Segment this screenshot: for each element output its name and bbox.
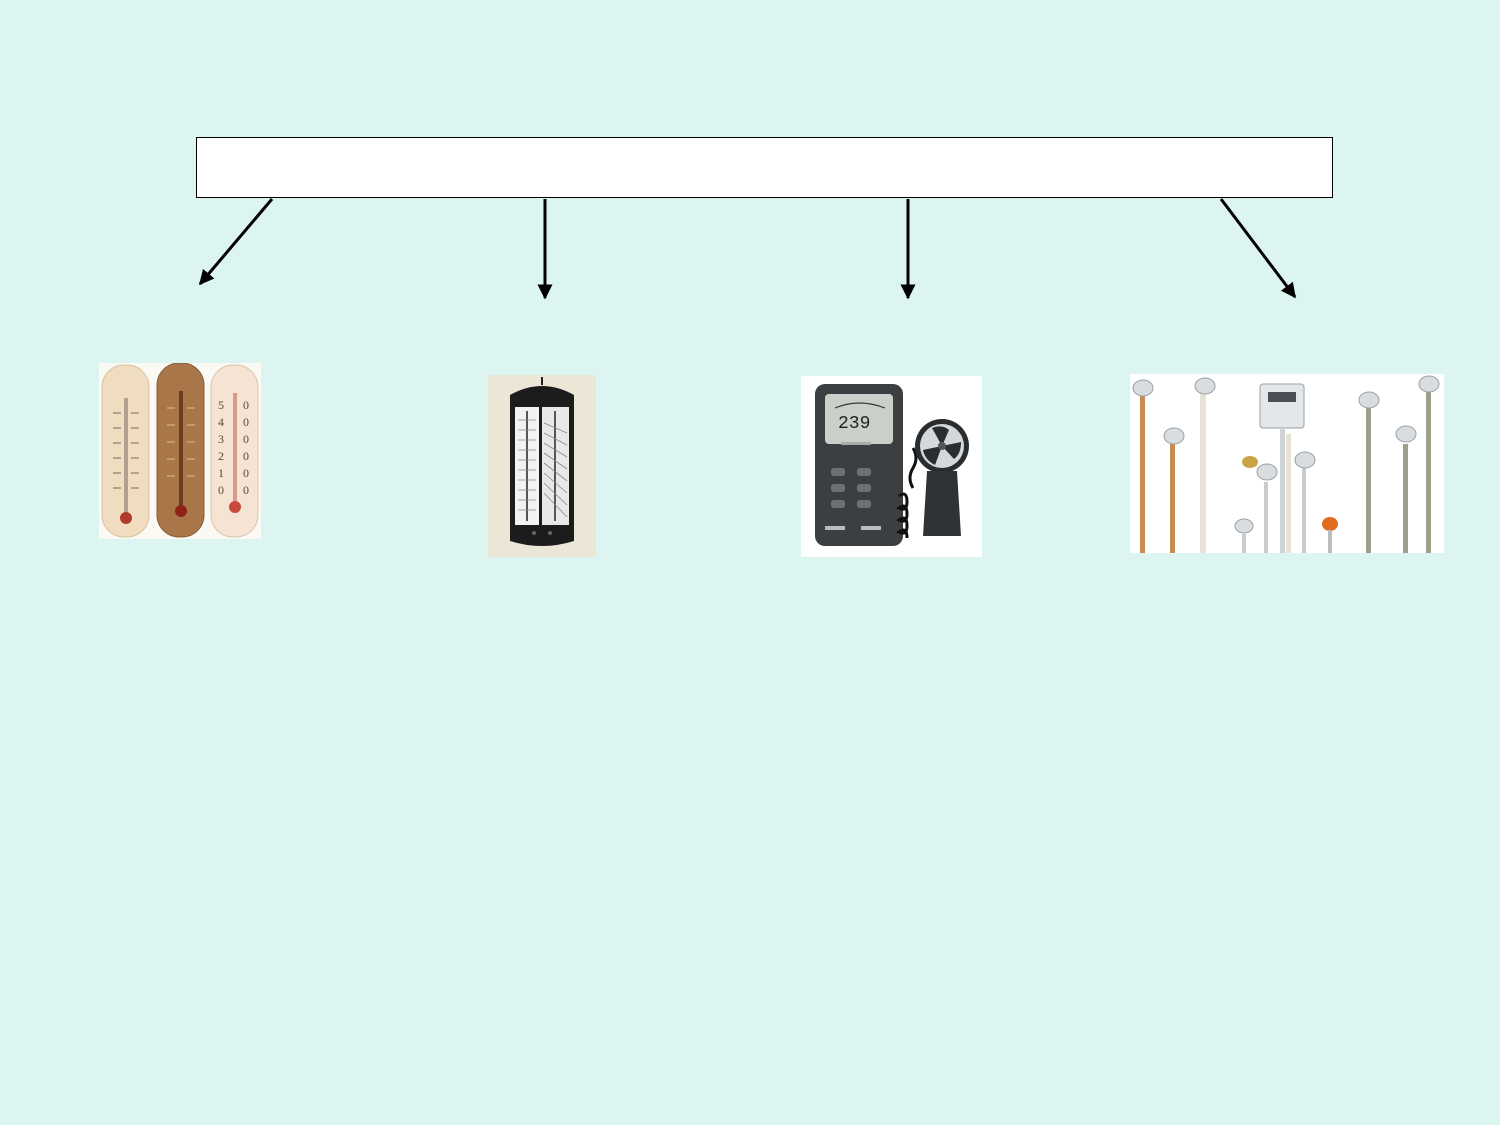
svg-text:2: 2 bbox=[218, 449, 224, 463]
svg-text:0: 0 bbox=[243, 466, 249, 480]
svg-text:5: 5 bbox=[218, 398, 224, 412]
svg-text:0: 0 bbox=[243, 449, 249, 463]
svg-text:0: 0 bbox=[243, 432, 249, 446]
svg-text:0: 0 bbox=[218, 483, 224, 497]
hygrometer-photo bbox=[488, 375, 596, 557]
svg-text:0: 0 bbox=[243, 483, 249, 497]
svg-text:1: 1 bbox=[218, 466, 224, 480]
svg-text:3: 3 bbox=[218, 432, 224, 446]
anemometer-photo: 239 bbox=[801, 376, 982, 557]
svg-text:4: 4 bbox=[218, 415, 224, 429]
wall-thermometers-photo: 5 4 3 2 1 0 0 0 0 0 0 0 bbox=[99, 363, 261, 539]
svg-text:239: 239 bbox=[838, 414, 870, 434]
temperature-probes-photo bbox=[1130, 374, 1444, 553]
arrow-to-probes bbox=[1219, 198, 1297, 299]
svg-text:0: 0 bbox=[243, 398, 249, 412]
title-box bbox=[196, 137, 1333, 198]
arrow-to-thermometers bbox=[198, 198, 274, 286]
svg-text:0: 0 bbox=[243, 415, 249, 429]
